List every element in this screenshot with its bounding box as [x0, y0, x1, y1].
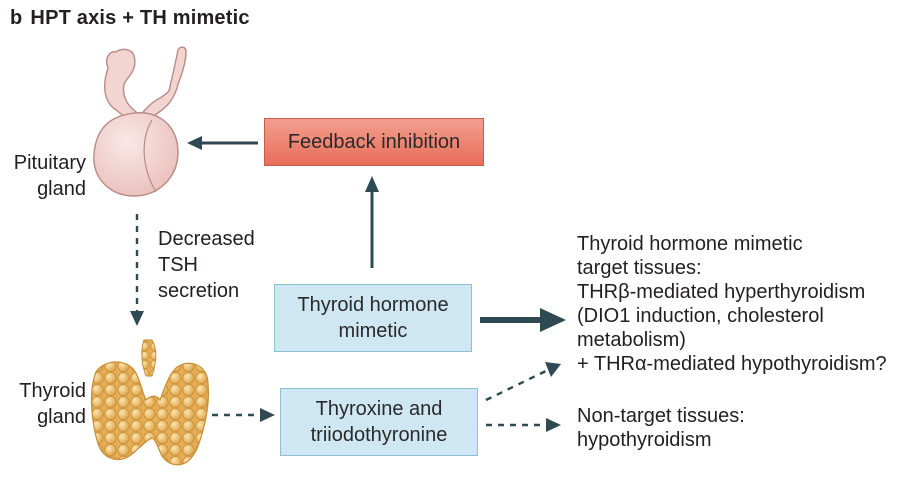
tsh-label-line1: Decreased: [158, 228, 255, 250]
pituitary-label: Pituitary gland: [0, 150, 86, 202]
thyroid-label-line2: gland: [37, 406, 86, 428]
target-tissues-text: Thyroid hormone mimetic target tissues: …: [577, 232, 887, 376]
target-line5: metabolism): [577, 329, 686, 351]
nontarget-tissues-text: Non-target tissues: hypothyroidism: [577, 404, 745, 452]
thyroxine-line1: Thyroxine and: [315, 398, 443, 420]
th-mimetic-line1: Thyroid hormone: [297, 294, 449, 316]
nontarget-line1: Non-target tissues:: [577, 405, 745, 427]
nontarget-line2: hypothyroidism: [577, 429, 712, 451]
target-line4: (DIO1 induction, cholesterol: [577, 305, 824, 327]
panel-title-text: HPT axis + TH mimetic: [30, 7, 250, 29]
panel-letter: b: [10, 7, 23, 29]
feedback-inhibition-box: Feedback inhibition: [264, 118, 484, 166]
target-line3: THRβ-mediated hyperthyroidism: [577, 281, 866, 303]
th-mimetic-line2: mimetic: [338, 320, 408, 342]
tsh-label-line3: secretion: [158, 280, 240, 302]
hormone-to-target-arrow: [485, 368, 549, 402]
pituitary-label-line1: Pituitary: [13, 152, 86, 174]
thyroid-label-line1: Thyroid: [19, 380, 86, 402]
feedback-inhibition-label: Feedback inhibition: [287, 131, 461, 153]
panel-title: b HPT axis + TH mimetic: [10, 7, 250, 30]
target-line1: Thyroid hormone mimetic: [577, 233, 803, 255]
pituitary-label-line2: gland: [37, 178, 86, 200]
thyroid-label: Thyroid gland: [0, 378, 86, 430]
pituitary-gland-icon: [93, 46, 187, 197]
thyroid-gland-icon: [90, 339, 209, 466]
thyroxine-line2: triiodothyronine: [310, 424, 448, 446]
tsh-label: Decreased TSH secretion: [158, 226, 255, 304]
target-line2: target tissues:: [577, 257, 702, 279]
tsh-label-line2: TSH: [158, 254, 198, 276]
target-line6: + THRα-mediated hypothyroidism?: [577, 353, 887, 375]
thyroxine-box: Thyroxine and triiodothyronine: [280, 388, 478, 456]
th-mimetic-box: Thyroid hormone mimetic: [274, 284, 472, 352]
